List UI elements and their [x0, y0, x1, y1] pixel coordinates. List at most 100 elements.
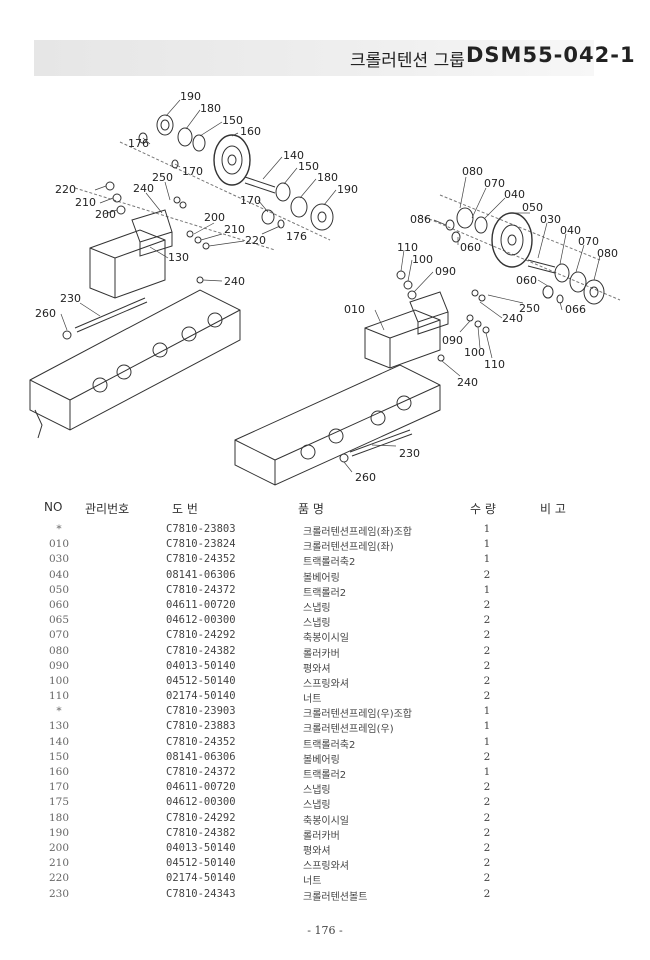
part-name-cell: 볼베어링 — [303, 754, 340, 766]
callout-080: 080 — [462, 165, 483, 178]
quantity-cell: 1 — [483, 705, 491, 718]
callout-150b: 150 — [298, 160, 319, 173]
part-number-cell: 010 — [48, 538, 70, 551]
col-header-item: 품 명 — [298, 502, 324, 516]
page-number: - 176 - — [307, 924, 343, 937]
callout-170: 170 — [182, 165, 203, 178]
callout-060b: 060 — [516, 274, 537, 287]
quantity-cell: 2 — [483, 659, 491, 672]
part-number-cell: 175 — [48, 796, 70, 809]
callout-176b: 176 — [286, 230, 307, 243]
part-name-cell: 스냅링 — [303, 618, 331, 630]
drawing-number-cell: 04611-00720 — [166, 781, 236, 794]
col-header-no: NO — [44, 500, 63, 514]
part-name-cell: 축봉이시일 — [303, 633, 349, 645]
part-number-cell: 070 — [48, 629, 70, 642]
drawing-number-cell: 02174-50140 — [166, 690, 236, 703]
part-number-cell: 170 — [48, 781, 70, 794]
part-number-cell: 080 — [48, 644, 70, 657]
callout-230b: 230 — [399, 447, 420, 460]
drawing-number-cell: C7810-24382 — [166, 826, 236, 839]
drawing-number-cell: 04512-50140 — [166, 674, 236, 687]
callout-176: 176 — [128, 137, 149, 150]
callout-250: 250 — [152, 171, 173, 184]
drawing-number-cell: 04013-50140 — [166, 659, 236, 672]
callout-240d: 240 — [457, 376, 478, 389]
drawing-number-cell: 08141-06306 — [166, 568, 236, 581]
drawing-number-cell: C7810-24372 — [166, 583, 236, 596]
quantity-cell: 2 — [483, 644, 491, 657]
drawing-number-cell: C7810-24292 — [166, 811, 236, 824]
callout-040b: 040 — [560, 224, 581, 237]
col-header-mgmt: 관리번호 — [85, 502, 130, 516]
quantity-cell: 2 — [483, 750, 491, 763]
quantity-cell: 1 — [483, 583, 491, 596]
part-name-cell: 트랙롤러2 — [303, 770, 347, 781]
part-number-cell: 110 — [48, 690, 70, 703]
quantity-cell: 2 — [483, 674, 491, 687]
col-header-drawing: 도 번 — [172, 502, 198, 516]
callout-110b: 110 — [484, 358, 505, 371]
callout-040: 040 — [504, 188, 525, 201]
part-name-cell: 스프링와셔 — [303, 678, 349, 690]
drawing-number-cell: C7810-24352 — [166, 553, 236, 566]
callout-220: 220 — [55, 183, 76, 196]
part-name-cell: 롤러카버 — [303, 830, 340, 842]
part-name-cell: 크롤러텐션볼트 — [303, 891, 368, 903]
callout-070b: 070 — [578, 235, 599, 248]
part-number-cell: 090 — [48, 659, 70, 672]
quantity-cell: 1 — [483, 720, 491, 733]
quantity-cell: 2 — [483, 887, 491, 900]
part-number-cell: 030 — [48, 553, 70, 566]
drawing-number-cell: C7810-24343 — [166, 887, 236, 900]
part-number-cell: 210 — [48, 857, 70, 870]
part-name-cell: 크롤러텐션프레임(우) — [303, 724, 394, 736]
callout-010: 010 — [344, 303, 365, 316]
drawing-number-cell: C7810-24292 — [166, 629, 236, 642]
quantity-cell: 1 — [483, 523, 491, 535]
exploded-parts-diagram: 190 180 150 160 176 170 140 150 180 190 … — [29, 90, 621, 486]
part-number-cell: 140 — [48, 735, 70, 748]
part-name-cell: 크롤러텐션프레임(좌) — [303, 542, 394, 554]
callout-190: 190 — [180, 90, 201, 103]
table-row: 230 C7810-24343 크롤러텐션볼트 2 — [0, 888, 650, 903]
drawing-number-cell: C7810-23903 — [166, 705, 236, 718]
part-number-cell: 130 — [48, 720, 70, 733]
callout-250b: 250 — [519, 302, 540, 315]
part-number-cell: 180 — [48, 811, 70, 824]
callout-180: 180 — [200, 102, 221, 115]
part-name-cell: 트랙롤러축2 — [303, 739, 356, 751]
part-number-cell: 065 — [48, 614, 70, 627]
callout-240c: 240 — [502, 312, 523, 325]
callout-086: 086 — [410, 213, 431, 226]
quantity-cell: 1 — [483, 735, 491, 748]
drawing-number-cell: C7810-24352 — [166, 735, 236, 748]
part-number-cell: 100 — [48, 674, 70, 687]
part-number-cell: 050 — [48, 583, 70, 596]
callout-190b: 190 — [337, 183, 358, 196]
quantity-cell: 2 — [483, 811, 491, 824]
drawing-number-cell: C7810-23883 — [166, 720, 236, 733]
part-name-cell: 트랙롤러축2 — [303, 557, 356, 569]
header-band — [34, 40, 594, 76]
table-row: 130 C7810-23883 크롤러텐션프레임(우) 1 — [0, 720, 650, 735]
part-name-cell: 스프링와셔 — [303, 861, 349, 873]
quantity-cell: 1 — [483, 553, 491, 566]
callout-066: 066 — [565, 303, 586, 316]
callout-060: 060 — [460, 241, 481, 254]
callout-170b: 170 — [240, 194, 261, 207]
part-number-cell: 230 — [48, 887, 70, 900]
drawing-number-cell: 04013-50140 — [166, 841, 236, 854]
part-number-cell: 040 — [48, 568, 70, 581]
part-number-cell: * — [56, 523, 62, 535]
